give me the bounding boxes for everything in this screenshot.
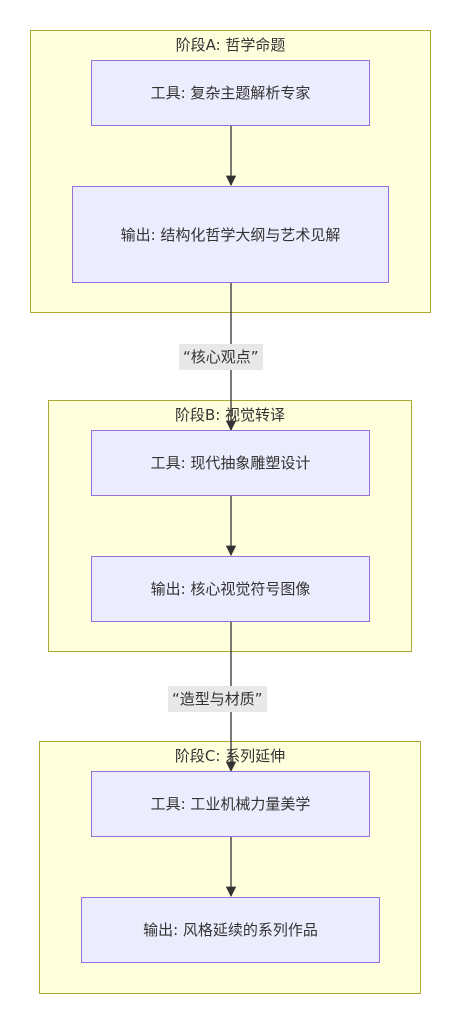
node-c1[interactable]: 工具: 工业机械力量美学 [91, 771, 370, 837]
stage-c-title: 阶段C: 系列延伸 [174, 747, 286, 765]
node-a1[interactable]: 工具: 复杂主题解析专家 [91, 60, 370, 126]
node-b1[interactable]: 工具: 现代抽象雕塑设计 [91, 430, 370, 496]
node-b2[interactable]: 输出: 核心视觉符号图像 [91, 556, 370, 622]
node-c2-label: 输出: 风格延续的系列作品 [143, 921, 318, 939]
node-c1-label: 工具: 工业机械力量美学 [150, 795, 311, 813]
stage-a-title: 阶段A: 哲学命题 [175, 36, 286, 54]
edge-label-a2-b1: “核心观点” [179, 344, 263, 370]
node-b2-label: 输出: 核心视觉符号图像 [150, 580, 311, 598]
node-a1-label: 工具: 复杂主题解析专家 [150, 84, 311, 102]
stage-b-title: 阶段B: 视觉转译 [174, 406, 286, 424]
node-c2[interactable]: 输出: 风格延续的系列作品 [81, 897, 380, 963]
node-b1-label: 工具: 现代抽象雕塑设计 [150, 454, 311, 472]
node-a2-label: 输出: 结构化哲学大纲与艺术见解 [120, 225, 341, 244]
node-a2[interactable]: 输出: 结构化哲学大纲与艺术见解 [72, 186, 389, 283]
edge-label-b2-c1: “造型与材质” [168, 686, 267, 712]
